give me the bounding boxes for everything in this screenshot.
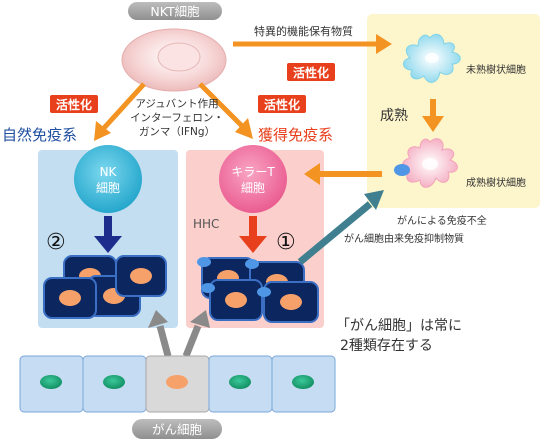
tumor-cell-nucleus <box>59 290 81 306</box>
marker-one: ① <box>276 230 296 255</box>
activation-badge-top <box>287 63 335 81</box>
arrow-dc-to-killer-head <box>304 163 320 185</box>
innate-immunity-heading: 自然免疫系 <box>2 126 77 144</box>
nk-cell-label-1: NK <box>100 165 118 179</box>
arrow-maturation-head <box>422 116 444 132</box>
specific-function-label: 特異的機能保有物質 <box>254 24 353 38</box>
adjuvant-label-1: アジュバント作用 <box>135 98 218 110</box>
nkt-label: NKT細胞 <box>150 4 200 19</box>
activation-badge-right-label: 活性化 <box>264 97 300 112</box>
arrow-nkt-to-dc-head <box>376 34 392 54</box>
mature-dendritic-label: 成熟樹状細胞 <box>466 176 526 189</box>
activation-badge-left-label: 活性化 <box>56 97 92 112</box>
hhc-antigen <box>257 287 271 297</box>
killer-t-label-1: キラーT <box>231 165 275 179</box>
immature-dendritic-cell <box>403 33 461 83</box>
arrow-nkt-to-killer <box>198 82 244 128</box>
adjuvant-label-2: インターフェロン・ <box>130 112 224 124</box>
note-always-1: 「がん細胞」は常に <box>336 318 462 334</box>
tumor-cell-nucleus <box>130 268 152 284</box>
arrow-cancer-to-killer <box>182 324 202 358</box>
tissue-cell-row <box>19 355 336 413</box>
hhc-antigen <box>197 257 211 267</box>
activation-badge-right <box>258 95 306 113</box>
arrow-killer-attack-head <box>239 236 267 253</box>
nk-cell-label-2: 細胞 <box>96 181 120 195</box>
marker-two: ② <box>46 230 66 255</box>
tissue-cell-nucleus <box>103 375 125 389</box>
cancer-cell-label-pill <box>132 419 222 439</box>
note-always-2: 2種類存在する <box>340 338 433 354</box>
arrow-cancer-to-nk <box>156 325 172 357</box>
killer-panel-tumor-cells <box>197 257 319 323</box>
nkt-label-pill <box>128 2 222 20</box>
hhc-antigen <box>201 283 215 293</box>
nk-cell: NK 細胞 <box>74 145 142 213</box>
immature-dendritic-label: 未熟樹状細胞 <box>466 63 526 76</box>
immune-failure-label: がんによる免疫不全 <box>397 214 487 227</box>
activation-badge-left <box>50 95 98 113</box>
nk-cell-body <box>74 145 142 213</box>
mature-dendritic-cell <box>394 138 458 188</box>
arrow-cancer-to-killer-head <box>190 310 210 328</box>
mature-dendritic-antigen <box>394 164 410 176</box>
hhc-label: HHC <box>193 217 219 231</box>
nkt-cell-nucleus <box>157 42 201 72</box>
tumor-cell-nucleus <box>280 294 302 310</box>
arrow-nkt-to-nk <box>102 82 146 130</box>
tissue-cell-nucleus <box>229 375 251 389</box>
acquired-immunity-heading: 獲得免疫系 <box>258 126 333 144</box>
tumor-cell-nucleus <box>225 292 247 308</box>
killer-t-label-2: 細胞 <box>241 181 265 195</box>
arrow-suppressor <box>297 201 373 265</box>
killer-t-cell: キラーT 細胞 <box>219 145 287 213</box>
arrow-nkt-to-nk-head <box>94 121 111 141</box>
nk-panel-tumor-cells <box>43 255 167 319</box>
suppressor-label: がん細胞由来免疫抑制物質 <box>344 232 464 245</box>
cancer-cell-label: がん細胞 <box>152 422 203 437</box>
killer-t-cell-body <box>219 145 287 213</box>
nkt-cell: NKT細胞 <box>121 2 227 92</box>
cancer-cell-origin-nucleus <box>166 375 188 389</box>
activation-badge-top-label: 活性化 <box>293 65 329 80</box>
arrow-cancer-to-nk-head <box>148 310 168 328</box>
tissue-cell-nucleus <box>292 375 314 389</box>
mature-dendritic-nucleus <box>422 158 438 170</box>
arrow-nk-attack-head <box>94 236 122 253</box>
tissue-cell-nucleus <box>40 375 62 389</box>
immature-dendritic-nucleus <box>425 53 439 63</box>
adjuvant-label-3: ガンマ（IFNg） <box>139 126 215 138</box>
maturation-label: 成熟 <box>380 108 408 124</box>
hhc-antigen <box>245 259 259 269</box>
arrow-nkt-to-killer-head <box>235 118 253 139</box>
arrow-suppressor-head <box>364 190 384 210</box>
